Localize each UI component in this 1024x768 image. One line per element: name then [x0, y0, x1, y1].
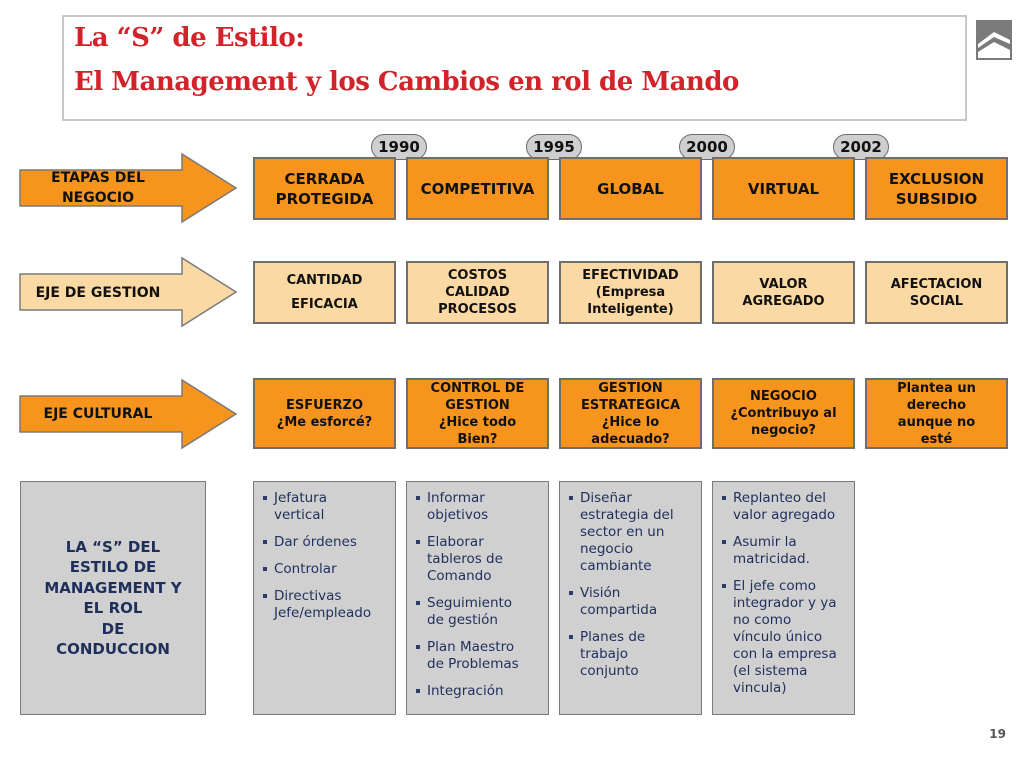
list-item: Plan Maestro de Problemas	[415, 639, 542, 673]
year-badge-2000: 2000	[679, 134, 735, 160]
bullets-col-1: Jefatura vertical Dar órdenes Controlar …	[253, 481, 396, 715]
list-item: Elaborar tableros de Comando	[415, 534, 542, 585]
list-item: Informar objetivos	[415, 490, 542, 524]
cultural-plantea-derecho: Plantea un derecho aunque no esté	[865, 378, 1008, 449]
row-arrow-etapas	[19, 152, 238, 224]
list-item: Seguimiento de gestión	[415, 595, 542, 629]
list-item: Diseñar estrategia del sector en un nego…	[568, 490, 695, 575]
gestion-valor-agregado: VALOR AGREGADO	[712, 261, 855, 324]
list-item: Visión compartida	[568, 585, 695, 619]
gestion-afectacion-social: AFECTACION SOCIAL	[865, 261, 1008, 324]
etapa-cerrada-protegida: CERRADA PROTEGIDA	[253, 157, 396, 220]
row-label-cultural: EJE CULTURAL	[43, 406, 153, 422]
year-badge-1995: 1995	[526, 134, 582, 160]
row-label-gestion: EJE DE GESTION	[35, 285, 161, 301]
cultural-esfuerzo: ESFUERZO ¿Me esforcé?	[253, 378, 396, 449]
bullets-col-2: Informar objetivos Elaborar tableros de …	[406, 481, 549, 715]
title-line-1: La “S” de Estilo:	[74, 23, 305, 53]
list-item: Replanteo del valor agregado	[721, 490, 848, 524]
gestion-cantidad-eficacia: CANTIDAD EFICACIA	[253, 261, 396, 324]
cultural-negocio: NEGOCIO ¿Contribuyo al negocio?	[712, 378, 855, 449]
row-label-etapas: ETAPAS DEL NEGOCIO	[51, 170, 145, 206]
etapa-exclusion-subsidio: EXCLUSION SUBSIDIO	[865, 157, 1008, 220]
list-item: El jefe como integrador y ya no como vín…	[721, 578, 848, 697]
bullets-col-4: Replanteo del valor agregado Asumir la m…	[712, 481, 855, 715]
year-badge-2002: 2002	[833, 134, 889, 160]
cultural-gestion-estrategica: GESTION ESTRATEGICA ¿Hice lo adecuado?	[559, 378, 702, 449]
gestion-costos-calidad: COSTOS CALIDAD PROCESOS	[406, 261, 549, 324]
year-badge-1990: 1990	[371, 134, 427, 160]
list-item: Planes de trabajo conjunto	[568, 629, 695, 680]
list-item: Integración	[415, 683, 542, 700]
list-item: Asumir la matricidad.	[721, 534, 848, 568]
row-arrow-cultural	[19, 378, 238, 450]
list-item: Directivas Jefe/empleado	[262, 588, 389, 622]
estilo-management-box: LA “S” DEL ESTILO DE MANAGEMENT Y EL ROL…	[20, 481, 206, 715]
title-box: La “S” de Estilo: El Management y los Ca…	[62, 15, 967, 121]
list-item: Jefatura vertical	[262, 490, 389, 524]
list-item: Dar órdenes	[262, 534, 389, 551]
bullets-col-3: Diseñar estrategia del sector en un nego…	[559, 481, 702, 715]
etapa-virtual: VIRTUAL	[712, 157, 855, 220]
cultural-control-gestion: CONTROL DE GESTION ¿Hice todo Bien?	[406, 378, 549, 449]
list-item: Controlar	[262, 561, 389, 578]
gestion-efectividad: EFECTIVIDAD (Empresa Inteligente)	[559, 261, 702, 324]
etapa-global: GLOBAL	[559, 157, 702, 220]
arch-logo-icon	[976, 20, 1012, 60]
etapa-competitiva: COMPETITIVA	[406, 157, 549, 220]
title-line-2: El Management y los Cambios en rol de Ma…	[74, 67, 739, 97]
page-number: 19	[989, 727, 1006, 741]
row-arrow-gestion	[19, 256, 238, 328]
